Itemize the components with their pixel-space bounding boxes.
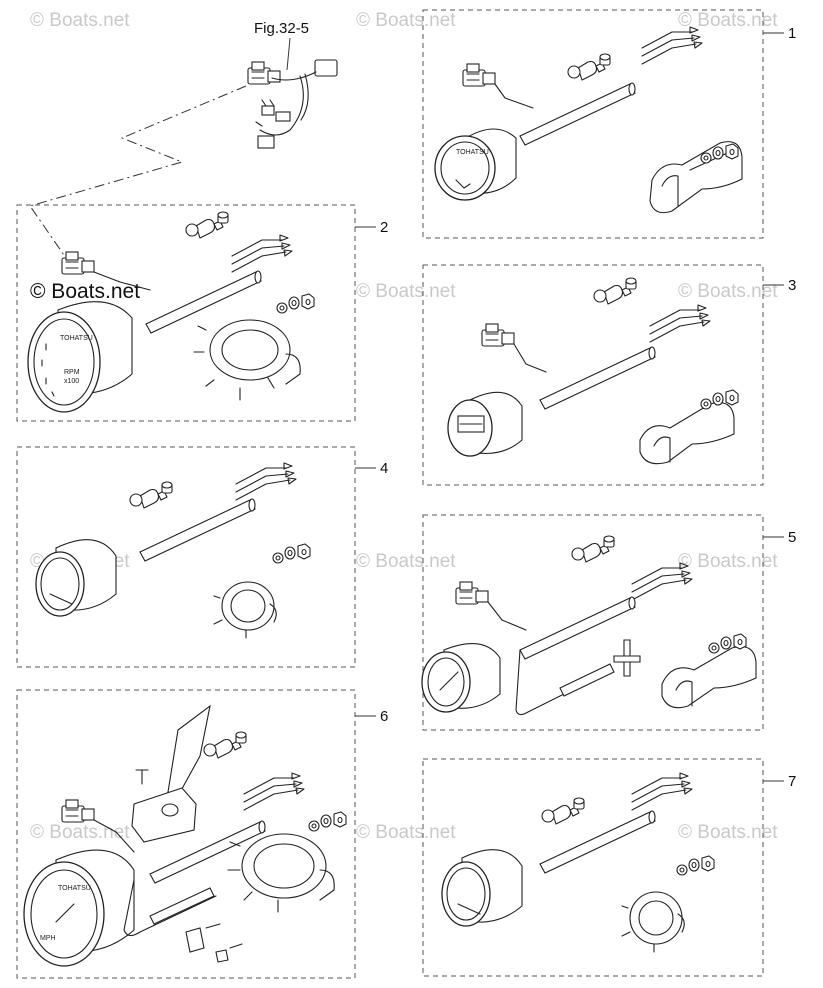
watermark: © Boats.net	[356, 10, 456, 31]
gauge-brand-text: TOHATSU	[58, 885, 91, 892]
watermark: © Boats.net	[678, 281, 778, 302]
callout-2[interactable]: 2	[380, 219, 388, 236]
mounting-bracket	[629, 891, 683, 945]
part-group-frame	[16, 204, 356, 422]
fig-reference-harness: Fig.32-5	[247, 20, 338, 149]
mounting-bracket	[221, 581, 275, 631]
part-group-7: 7	[422, 758, 796, 977]
gauge-rpm-text: RPM	[64, 369, 80, 376]
tachometer-dial	[27, 311, 101, 413]
part-group-3: 3	[422, 264, 796, 486]
part-group-1: 1 TOHATSU	[422, 9, 796, 239]
gauge-dial	[421, 651, 471, 713]
part-group-frame	[422, 9, 764, 239]
gauge-dial	[434, 135, 496, 201]
mounting-bracket	[209, 319, 291, 381]
watermark: © Boats.net	[678, 551, 778, 572]
watermark: © Boats.net	[678, 10, 778, 31]
watermark: © Boats.net	[30, 822, 130, 843]
watermark: © Boats.net	[356, 822, 456, 843]
watermark-layer: © Boats.net © Boats.net © Boats.net © Bo…	[30, 10, 778, 843]
gauge-brand-text: TOHATSU	[456, 149, 489, 156]
callout-7[interactable]: 7	[788, 773, 796, 790]
gauge-dial	[441, 861, 491, 927]
watermark: © Boats.net	[356, 551, 456, 572]
callout-5[interactable]: 5	[788, 529, 796, 546]
gauge-x100-text: x100	[64, 378, 79, 385]
part-group-frame	[16, 689, 356, 979]
part-group-2: 2 © Boats.net TOHATSU RPM x100	[16, 204, 388, 422]
watermark: © Boats.net	[30, 10, 130, 31]
watermark: © Boats.net	[678, 822, 778, 843]
part-group-frame	[422, 264, 764, 486]
connection-link-line	[29, 85, 247, 259]
gauge-brand-text: TOHATSU	[60, 335, 93, 342]
watermark: © Boats.net	[356, 281, 456, 302]
callout-1[interactable]: 1	[788, 25, 796, 42]
part-group-frame	[422, 514, 764, 731]
callout-3[interactable]: 3	[788, 277, 796, 294]
watermark-main: © Boats.net	[30, 280, 140, 303]
gauge-mph-text: MPH	[40, 935, 56, 942]
figure-reference-label[interactable]: Fig.32-5	[254, 20, 309, 37]
part-group-4: 4	[16, 446, 388, 668]
speed-pickup	[167, 704, 211, 797]
callout-6[interactable]: 6	[380, 708, 388, 725]
part-group-5: 5	[421, 514, 796, 731]
gauge-dial	[35, 551, 85, 617]
callout-4[interactable]: 4	[380, 460, 388, 477]
part-group-6: 6 TOHATSU MPH	[16, 689, 388, 979]
